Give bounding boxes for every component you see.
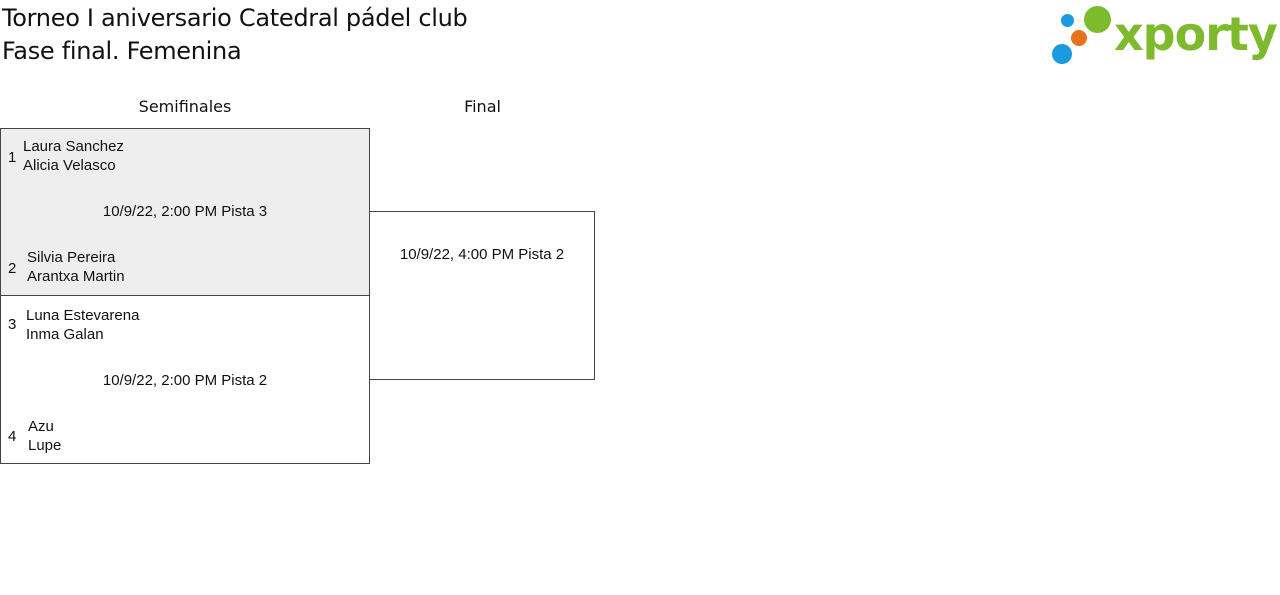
tournament-title: Torneo I aniversario Catedral pádel club [2, 4, 468, 32]
final-match[interactable]: 10/9/22, 4:00 PM Pista 2 [369, 211, 595, 380]
logo-dot-blue-large [1052, 44, 1072, 64]
team-seed: 2 [8, 260, 17, 277]
team-player: Arantxa Martin [27, 268, 125, 285]
team-player: Azu [28, 418, 54, 435]
semifinal-match-2[interactable]: 3 Luna Estevarena Inma Galan 10/9/22, 2:… [0, 295, 370, 464]
team-player: Alicia Velasco [23, 157, 116, 174]
team-player: Lupe [28, 437, 62, 454]
team-player: Inma Galan [26, 326, 104, 343]
semifinal-match-1[interactable]: 1 Laura Sanchez Alicia Velasco 10/9/22, … [0, 128, 370, 296]
team-seed: 4 [8, 428, 17, 445]
logo-dot-orange [1071, 30, 1087, 46]
logo-dot-green [1084, 6, 1111, 33]
round-header-semifinals: Semifinales [138, 97, 232, 116]
match-schedule: 10/9/22, 2:00 PM Pista 2 [102, 372, 268, 389]
xporty-logo: xporty [1050, 4, 1278, 68]
team-seed: 1 [8, 149, 17, 166]
logo-dot-blue-small [1061, 14, 1074, 27]
team-player: Silvia Pereira [27, 249, 116, 266]
match-schedule: 10/9/22, 4:00 PM Pista 2 [399, 246, 565, 263]
logo-wordmark: xporty [1114, 7, 1278, 61]
phase-title: Fase final. Femenina [2, 37, 242, 65]
match-schedule: 10/9/22, 2:00 PM Pista 3 [102, 203, 268, 220]
page-title: Torneo I aniversario Catedral pádel club… [2, 2, 468, 68]
team-player: Luna Estevarena [26, 307, 140, 324]
team-player: Laura Sanchez [23, 138, 124, 155]
round-header-final: Final [464, 97, 501, 116]
team-seed: 3 [8, 316, 17, 333]
